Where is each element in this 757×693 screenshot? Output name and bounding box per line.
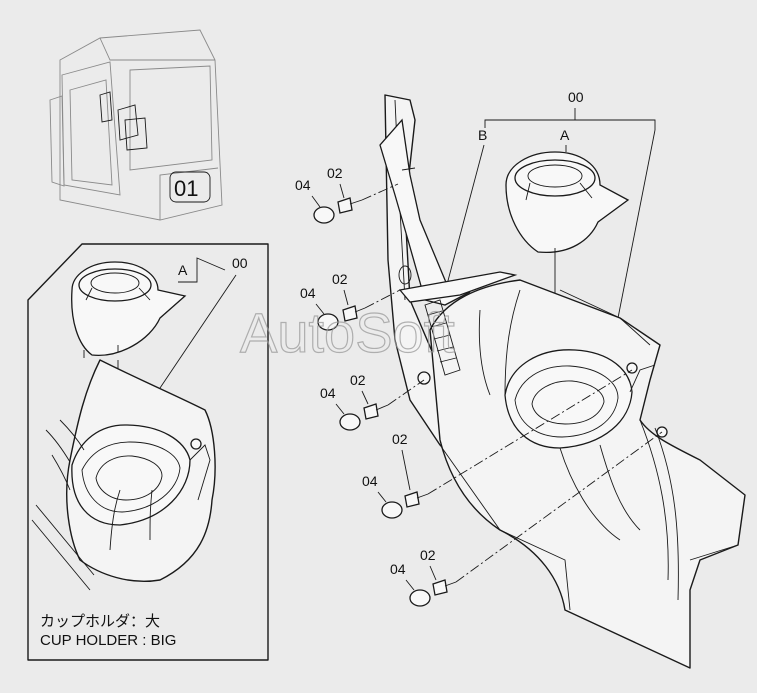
inset-cup-holder <box>71 261 187 358</box>
fastener-set-1: 04 02 <box>295 165 399 224</box>
fastener-set-5: 04 02 <box>390 431 663 607</box>
inset-frame <box>27 243 269 661</box>
label-04-r3: 04 <box>320 385 336 401</box>
inset-label-a: A <box>178 262 188 278</box>
cab-badge: 01 <box>174 176 198 201</box>
assembly-callout: 00 B A <box>444 89 656 319</box>
inset-panel <box>31 359 216 591</box>
fastener-set-3: 04 02 <box>320 372 425 431</box>
label-02-r2: 02 <box>332 271 348 287</box>
inset-caption-jp: カップホルダ：大 <box>40 613 161 630</box>
watermark: AutoSoft <box>240 301 455 364</box>
cab-thumbnail: 01 <box>49 29 223 221</box>
mount-hole <box>626 362 638 374</box>
main-label-a: A <box>560 127 570 143</box>
cap-part <box>339 413 361 431</box>
label-04-r2: 04 <box>300 285 316 301</box>
fastener-set-4: 04 02 <box>362 369 633 519</box>
main-label-assembly: 00 <box>568 89 584 105</box>
mount-hole <box>417 371 431 385</box>
cap-part <box>313 206 335 224</box>
screw-part <box>337 197 353 214</box>
side-console-panel <box>379 94 746 669</box>
screw-part <box>404 491 420 508</box>
label-04-r5: 04 <box>390 561 406 577</box>
cap-part <box>381 501 403 519</box>
label-02-r3: 02 <box>350 372 366 388</box>
main-cup-holder <box>505 151 630 256</box>
inset-label-assembly: 00 <box>232 255 248 271</box>
label-04-r4: 04 <box>362 473 378 489</box>
screw-part <box>342 305 358 322</box>
fastener-set-2: 04 02 <box>300 271 401 331</box>
screw-part <box>363 403 379 420</box>
main-label-b: B <box>478 127 487 143</box>
cap-part <box>317 313 339 331</box>
screw-part <box>432 579 448 596</box>
label-04-r1: 04 <box>295 177 311 193</box>
cap-part <box>409 589 431 607</box>
label-02-r4: 02 <box>392 431 408 447</box>
label-02-r1: 02 <box>327 165 343 181</box>
inset-label-leader <box>178 257 226 283</box>
inset-assembly-leader <box>159 274 237 389</box>
inset-caption-en: CUP HOLDER : BIG <box>40 632 177 649</box>
label-02-r5: 02 <box>420 547 436 563</box>
